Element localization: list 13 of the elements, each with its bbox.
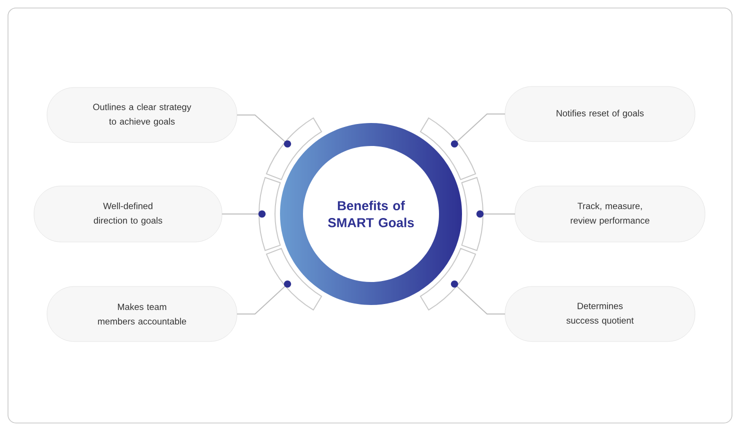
- leader-line: [236, 114, 292, 148]
- leader-line: [450, 280, 506, 314]
- benefit-pill: Determines success quotient: [504, 286, 696, 342]
- benefit-pill: Track, measure, review performance: [514, 186, 706, 242]
- leader-line: [476, 210, 516, 218]
- leader-line: [450, 114, 506, 148]
- leader-line: [236, 280, 292, 314]
- node-label: Benefits of SMART Goals: [328, 200, 414, 228]
- benefit-pill: Notifies reset of goals: [504, 86, 696, 142]
- benefit-pill: Well-defined direction to goals: [34, 186, 222, 242]
- benefit-pill: Makes team members accountable: [46, 286, 238, 342]
- leader-line: [222, 210, 266, 218]
- benefit-pill: Outlines a clear strategy to achieve goals: [46, 87, 238, 143]
